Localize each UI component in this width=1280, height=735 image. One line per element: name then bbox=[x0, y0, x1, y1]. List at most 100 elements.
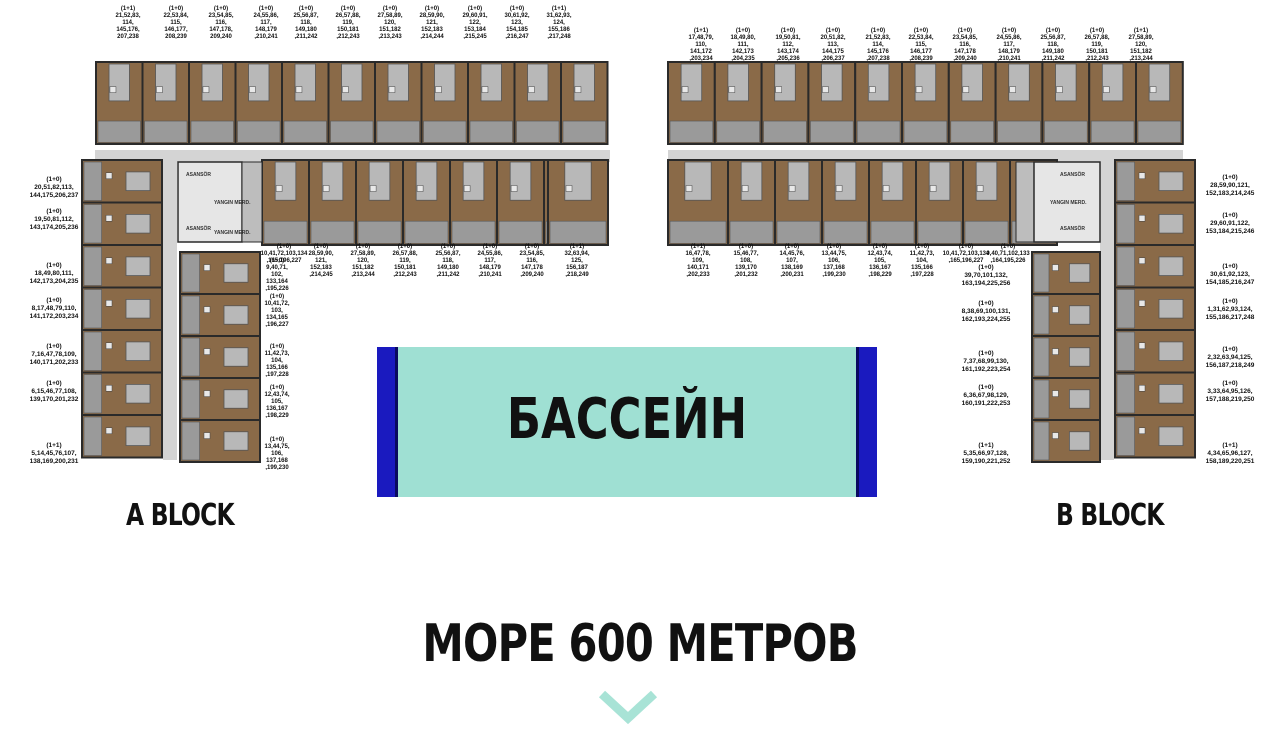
bathroom bbox=[1069, 431, 1091, 451]
unit-label-b-top: (1+0) 24,55,86, 117, 148,179 ,210,241 bbox=[996, 28, 1022, 62]
unit-label-a-left: (1+0) 18,49,80,111, 142,173,204,235 bbox=[29, 262, 79, 285]
bed bbox=[105, 385, 113, 392]
unit-label-b-mid: (1+0) 9,40,71,102,133 ,164,195,226 bbox=[986, 244, 1030, 264]
bed bbox=[203, 264, 211, 271]
elevator-core bbox=[177, 161, 243, 243]
balcony bbox=[181, 379, 200, 419]
bed bbox=[1052, 432, 1059, 439]
bathroom bbox=[223, 431, 249, 451]
unit-label-a-left: (1+0) 19,50,81,112, 143,174,205,236 bbox=[29, 208, 79, 231]
bed bbox=[775, 86, 782, 93]
balcony bbox=[903, 120, 948, 143]
balcony bbox=[83, 416, 102, 456]
bathroom bbox=[914, 63, 937, 102]
balcony bbox=[823, 220, 868, 244]
bathroom bbox=[223, 389, 249, 409]
balcony bbox=[181, 253, 200, 293]
unit-label-a-mid: (1+0) 28,59,90, 121, 152,183 ,214,245 bbox=[308, 244, 334, 278]
balcony bbox=[776, 220, 821, 244]
bed bbox=[1138, 257, 1146, 264]
bathroom bbox=[1069, 347, 1091, 367]
balcony bbox=[1033, 253, 1050, 293]
chevron-down-icon[interactable] bbox=[598, 690, 658, 726]
balcony bbox=[1137, 120, 1182, 143]
unit-label-b-left: (1+0) 7,37,68,99,130, 161,192,223,254 bbox=[961, 350, 1011, 373]
bed bbox=[481, 86, 489, 93]
balcony bbox=[964, 220, 1009, 244]
balcony bbox=[83, 331, 102, 371]
unit-label-a-right: (1+0) 10,41,72, 103, 134,165 ,196,227 bbox=[264, 294, 290, 328]
bed bbox=[109, 86, 117, 93]
pool-edge-right bbox=[856, 347, 877, 497]
bed bbox=[1056, 86, 1063, 93]
bed bbox=[202, 86, 210, 93]
bed bbox=[976, 185, 984, 192]
bed bbox=[962, 86, 970, 93]
bathroom bbox=[1158, 256, 1184, 276]
bed bbox=[835, 185, 843, 192]
bathroom bbox=[867, 63, 890, 102]
bed bbox=[388, 86, 396, 93]
balcony bbox=[1116, 331, 1135, 371]
balcony bbox=[1033, 295, 1050, 335]
unit-label-a-top: (1+0) 26,57,88, 119, 150,181 ,212,243 bbox=[335, 6, 361, 40]
balcony bbox=[83, 374, 102, 414]
unit-label-b-right: (1+0) 1,31,62,93,124, 155,186,217,248 bbox=[1205, 298, 1255, 321]
a-block-label: A BLOCK bbox=[126, 498, 235, 533]
unit-label-a-right: (1+0) 13,44,75, 106, 137,168 ,199,230 bbox=[264, 437, 290, 471]
pool: БАССЕЙН bbox=[377, 347, 877, 497]
bathroom bbox=[1069, 389, 1091, 409]
bathroom bbox=[125, 256, 151, 276]
floor-plan bbox=[81, 61, 1196, 463]
bathroom bbox=[928, 161, 951, 201]
bed bbox=[681, 86, 689, 93]
bed bbox=[105, 427, 113, 434]
balcony bbox=[856, 120, 901, 143]
bathroom bbox=[573, 63, 595, 102]
bed bbox=[1138, 300, 1146, 307]
bed bbox=[342, 86, 349, 93]
bathroom bbox=[125, 171, 151, 191]
bathroom bbox=[1069, 305, 1091, 325]
bed bbox=[822, 86, 829, 93]
unit-label-a-top: (1+0) 22,53,84, 115, 146,177, 208,239 bbox=[163, 6, 189, 40]
balcony bbox=[97, 120, 141, 143]
unit-label-b-right: (1+0) 30,61,92,123, 154,185,216,247 bbox=[1205, 263, 1255, 286]
unit-label-a-top: (1+1) 31,62,93, 124, 155,186 ,217,248 bbox=[546, 6, 572, 40]
balcony bbox=[423, 120, 467, 143]
bathroom bbox=[125, 298, 151, 319]
bed bbox=[1138, 385, 1146, 392]
bed bbox=[1009, 86, 1016, 93]
unit-label-a-mid: (1+0) 25,56,87, 118, 149,180 ,211,242 bbox=[435, 244, 461, 278]
balcony bbox=[83, 204, 102, 244]
bathroom bbox=[387, 63, 409, 102]
bed bbox=[1052, 348, 1059, 355]
bed bbox=[105, 342, 113, 349]
unit-label-a-right: (1+0) 11,42,73, 104, 135,166 ,197,228 bbox=[264, 344, 290, 378]
bathroom bbox=[201, 63, 223, 102]
balcony bbox=[917, 220, 962, 244]
elevator-core bbox=[1033, 161, 1101, 243]
bed bbox=[435, 86, 442, 93]
bathroom bbox=[294, 63, 316, 102]
unit-label-b-mid: (1+0) 10,41,72,103,134 ,165,196,227 bbox=[942, 244, 990, 264]
balcony bbox=[83, 246, 102, 286]
bed bbox=[105, 172, 113, 179]
bathroom bbox=[1055, 63, 1077, 102]
bathroom bbox=[680, 63, 703, 102]
corridor bbox=[163, 150, 177, 460]
bathroom bbox=[274, 161, 297, 201]
bathroom bbox=[1069, 263, 1091, 283]
bed bbox=[1138, 342, 1146, 349]
elevator-label: YANGIN MERD. bbox=[214, 200, 251, 206]
unit-label-a-top: (1+0) 28,59,90, 121, 152,183 ,214,244 bbox=[419, 6, 445, 40]
bed bbox=[203, 348, 211, 355]
bed bbox=[203, 390, 211, 397]
bathroom bbox=[125, 213, 151, 234]
bathroom bbox=[1008, 63, 1030, 102]
balcony bbox=[237, 120, 281, 143]
balcony bbox=[1090, 120, 1135, 143]
unit-label-b-top: (1+0) 23,54,85, 116, 147,178 ,209,240 bbox=[952, 28, 978, 62]
unit-label-a-left: (1+0) 6,15,46,77,108, 139,170,201,232 bbox=[29, 380, 79, 403]
unit-label-b-left: (1+0) 6,36,67,98,129, 160,191,222,253 bbox=[961, 384, 1011, 407]
